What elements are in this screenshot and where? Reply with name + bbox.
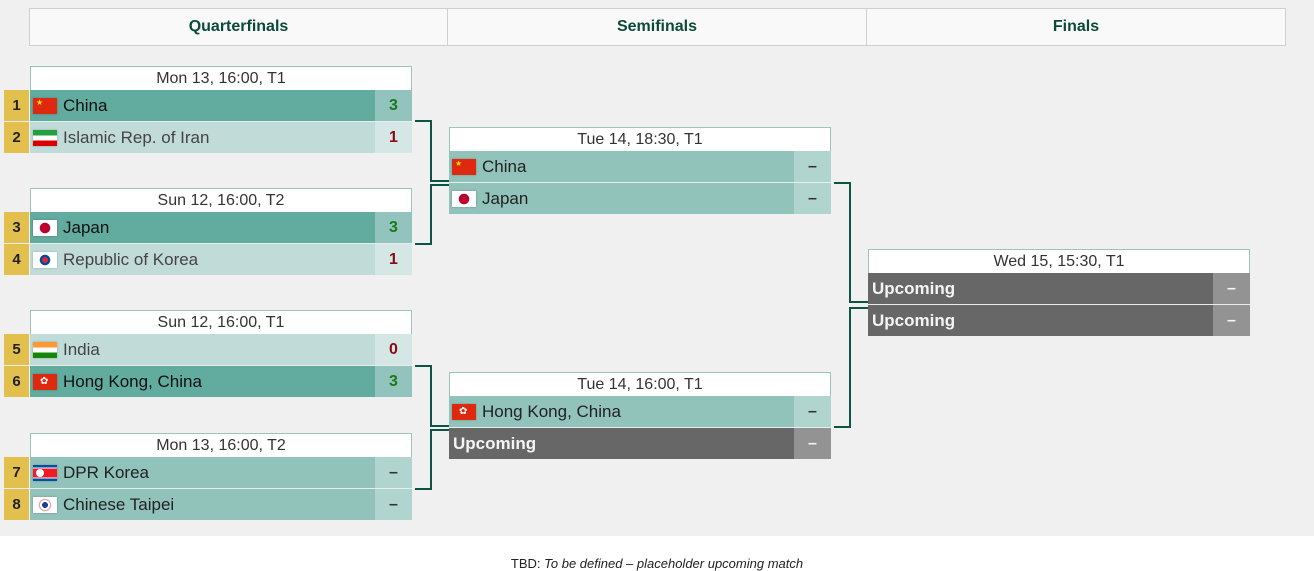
team-row[interactable]: ★ China – xyxy=(449,151,831,182)
seed-badge: 2 xyxy=(4,122,29,153)
team-name: Republic of Korea xyxy=(63,249,199,269)
dpr-korea-flag-icon xyxy=(33,464,57,481)
bracket-stage: Quarterfinals Semifinals Finals Mon 13, … xyxy=(0,0,1314,536)
match-card-sf1[interactable]: Tue 14, 18:30, T1 ★ China – Japan – xyxy=(449,127,831,214)
match-card-qf3[interactable]: Sun 12, 16:00, T1 5 India 0 6 ✿ Hong Kong… xyxy=(4,310,412,397)
team-score: 0 xyxy=(375,334,412,365)
round-header-finals: Finals xyxy=(866,8,1286,46)
team-row[interactable]: 3 Japan 3 xyxy=(4,212,412,243)
seed-badge: 4 xyxy=(4,244,29,275)
team-name: Hong Kong, China xyxy=(63,371,202,391)
team-score: – xyxy=(794,428,831,459)
seed-badge: 8 xyxy=(4,489,29,520)
seed-badge: 6 xyxy=(4,366,29,397)
team-name: Japan xyxy=(482,188,529,208)
match-card-sf2[interactable]: Tue 14, 16:00, T1 ✿ Hong Kong, China – Up… xyxy=(449,372,831,459)
team-row[interactable]: Upcoming – xyxy=(868,304,1250,336)
hong-kong-flag-icon: ✿ xyxy=(452,403,476,420)
team-score: 3 xyxy=(375,366,412,397)
match-time: Tue 14, 18:30, T1 xyxy=(449,127,831,151)
match-time: Mon 13, 16:00, T1 xyxy=(30,66,412,90)
team-score: 1 xyxy=(375,244,412,275)
team-row[interactable]: Japan – xyxy=(449,182,831,214)
team-row[interactable]: ✿ Hong Kong, China – xyxy=(449,396,831,427)
seed-badge: 7 xyxy=(4,457,29,488)
team-name: Chinese Taipei xyxy=(63,494,175,514)
team-name: China xyxy=(63,95,108,115)
team-score: – xyxy=(794,396,831,427)
team-name: Islamic Rep. of Iran xyxy=(63,127,210,147)
team-name: Japan xyxy=(63,217,110,237)
team-score: – xyxy=(794,151,831,182)
japan-flag-icon xyxy=(33,219,57,236)
team-row[interactable]: Upcoming – xyxy=(868,273,1250,304)
match-card-qf2[interactable]: Sun 12, 16:00, T2 3 Japan 3 4 Republic o… xyxy=(4,188,412,275)
match-card-final[interactable]: Wed 15, 15:30, T1 Upcoming – Upcoming – xyxy=(868,249,1250,336)
japan-flag-icon xyxy=(452,190,476,207)
team-row[interactable]: 7 DPR Korea – xyxy=(4,457,412,488)
match-time: Mon 13, 16:00, T2 xyxy=(30,433,412,457)
team-row[interactable]: Upcoming – xyxy=(449,427,831,459)
seed-badge: 5 xyxy=(4,334,29,365)
team-name: Upcoming xyxy=(868,273,1213,304)
team-row[interactable]: 5 India 0 xyxy=(4,334,412,365)
seed-badge: 3 xyxy=(4,212,29,243)
team-name: India xyxy=(63,339,100,359)
team-row[interactable]: 4 Republic of Korea 1 xyxy=(4,243,412,275)
match-card-qf4[interactable]: Mon 13, 16:00, T2 7 DPR Korea – 8 Chines… xyxy=(4,433,412,520)
team-row[interactable]: 6 ✿ Hong Kong, China 3 xyxy=(4,365,412,397)
team-name: China xyxy=(482,156,527,176)
match-card-qf1[interactable]: Mon 13, 16:00, T1 1 ★ China 3 2 Islamic R… xyxy=(4,66,412,153)
match-time: Sun 12, 16:00, T2 xyxy=(30,188,412,212)
korea-flag-icon xyxy=(33,251,57,268)
team-row[interactable]: 1 ★ China 3 xyxy=(4,90,412,121)
chinese-taipei-flag-icon xyxy=(33,496,57,513)
seed-badge: 1 xyxy=(4,90,29,121)
team-score: – xyxy=(1213,305,1250,336)
china-flag-icon: ★ xyxy=(452,158,476,175)
team-score: 3 xyxy=(375,90,412,121)
team-score: – xyxy=(1213,273,1250,304)
round-header-quarterfinals: Quarterfinals xyxy=(29,8,448,46)
iran-flag-icon xyxy=(33,129,57,146)
team-score: – xyxy=(375,457,412,488)
team-row[interactable]: 8 Chinese Taipei – xyxy=(4,488,412,520)
team-row[interactable]: 2 Islamic Rep. of Iran 1 xyxy=(4,121,412,153)
team-score: – xyxy=(375,489,412,520)
india-flag-icon xyxy=(33,341,57,358)
round-header-semifinals: Semifinals xyxy=(447,8,867,46)
team-score: 1 xyxy=(375,122,412,153)
team-name: Upcoming xyxy=(868,305,1213,336)
team-name: Hong Kong, China xyxy=(482,401,621,421)
match-time: Wed 15, 15:30, T1 xyxy=(868,249,1250,273)
team-score: 3 xyxy=(375,212,412,243)
team-name: DPR Korea xyxy=(63,462,149,482)
team-score: – xyxy=(794,183,831,214)
match-time: Tue 14, 16:00, T1 xyxy=(449,372,831,396)
team-name: Upcoming xyxy=(449,428,794,459)
china-flag-icon: ★ xyxy=(33,97,57,114)
match-time: Sun 12, 16:00, T1 xyxy=(30,310,412,334)
hong-kong-flag-icon: ✿ xyxy=(33,373,57,390)
